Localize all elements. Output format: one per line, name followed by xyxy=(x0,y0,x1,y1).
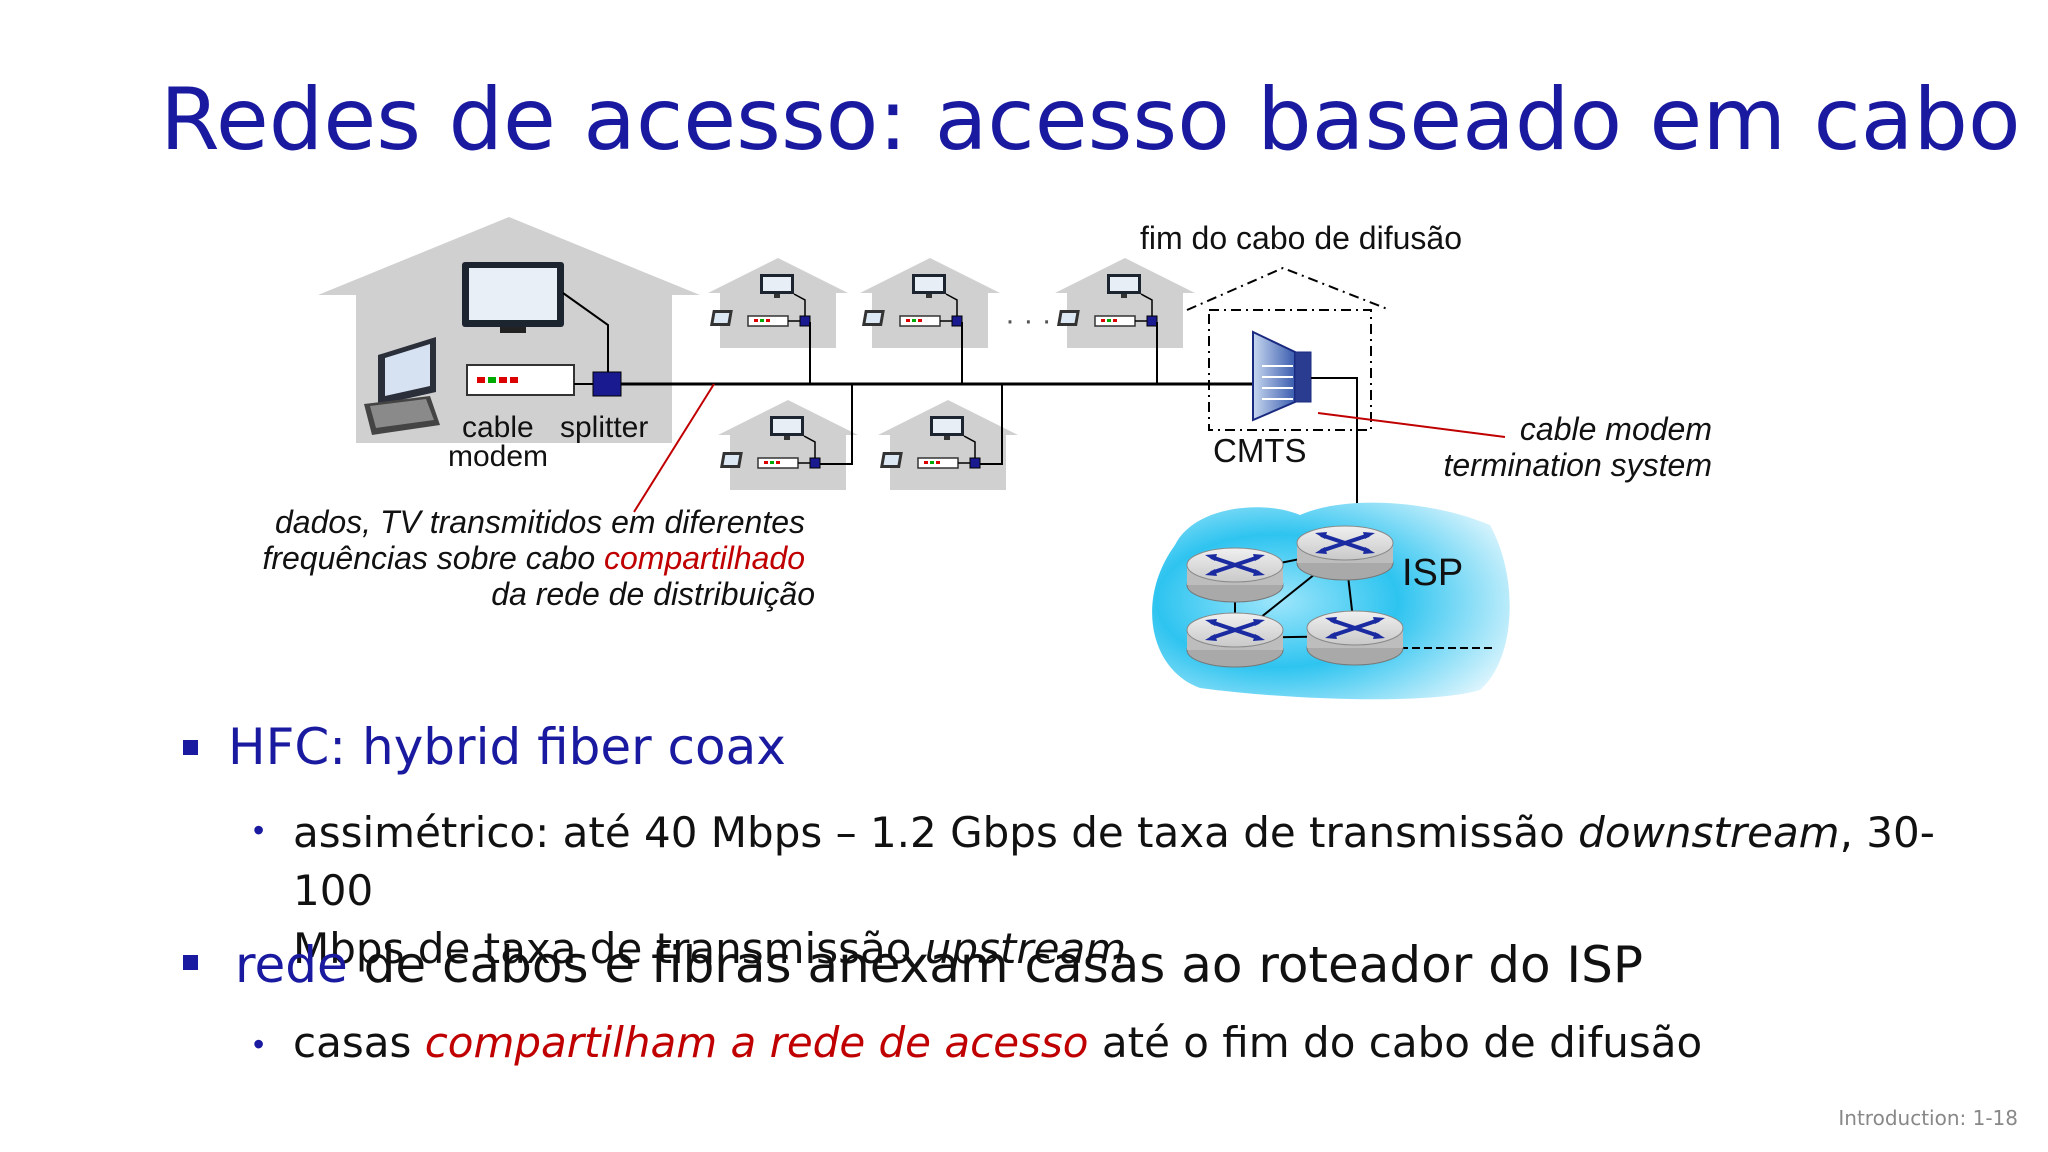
bullet-rede-sub: casas compartilham a rede de acesso até … xyxy=(293,1018,1703,1067)
bullet-hfc: HFC: hybrid fiber coax xyxy=(228,718,786,776)
neighbor-house-5 xyxy=(877,399,1019,491)
bullet-dot-2: • xyxy=(253,1026,265,1062)
annotation-line-3: da rede de distribuição xyxy=(491,576,815,612)
bullet-dot-1: • xyxy=(253,812,265,848)
label-cmts-desc-1: cable modem xyxy=(1520,411,1712,447)
label-isp: ISP xyxy=(1402,552,1463,594)
more-houses-dots: · · · xyxy=(1005,304,1052,337)
computer-icon xyxy=(364,337,440,435)
bullet-square-1 xyxy=(183,740,198,755)
label-splitter: splitter xyxy=(560,411,648,444)
isp-router-2 xyxy=(1295,524,1395,582)
cable-access-diagram: · · · xyxy=(262,217,1712,700)
neighbor-house-1 xyxy=(707,257,849,349)
splitter-icon xyxy=(592,371,622,397)
cmts-icon xyxy=(1252,330,1312,422)
label-modem: modem xyxy=(448,440,548,473)
label-cmts: CMTS xyxy=(1213,432,1307,469)
annotation-line-2: frequências sobre cabo compartilhado xyxy=(262,540,805,576)
bullet-rede: rede de cabos e fibras anexam casas ao r… xyxy=(235,936,1644,994)
neighbor-house-4 xyxy=(717,399,859,491)
label-cable: cable xyxy=(462,411,534,444)
cable-modem-icon xyxy=(466,364,575,396)
cable-headend-outline xyxy=(1186,266,1391,431)
annotation-line-1: dados, TV transmitidos em diferentes xyxy=(275,504,805,540)
bullet-square-2 xyxy=(183,955,198,970)
isp-router-3 xyxy=(1185,611,1285,669)
isp-network xyxy=(1152,502,1510,700)
slide-footer: Introduction: 1-18 xyxy=(1838,1106,2018,1130)
label-cmts-desc-2: termination system xyxy=(1443,447,1712,483)
neighbor-house-2 xyxy=(859,257,1001,349)
tv-icon xyxy=(462,262,564,333)
neighbor-house-3 xyxy=(1054,257,1196,349)
page-title: Redes de acesso: acesso baseado em cabo xyxy=(160,70,2021,170)
isp-router-1 xyxy=(1185,546,1285,604)
bullet-hfc-sub: assimétrico: até 40 Mbps – 1.2 Gbps de t… xyxy=(293,808,1935,973)
label-fim-do-cabo: fim do cabo de difusão xyxy=(1140,220,1462,256)
isp-router-4 xyxy=(1305,609,1405,667)
